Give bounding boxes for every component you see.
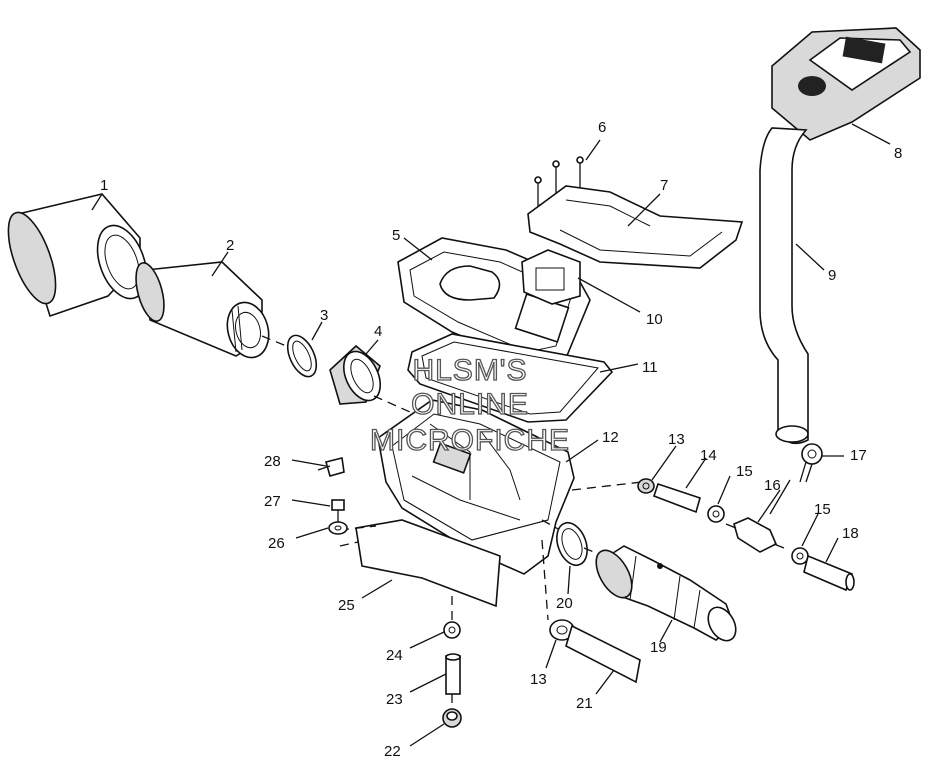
part-10-inlet[interactable] (521, 249, 581, 305)
part-25-plate[interactable] (355, 519, 501, 608)
callout-16: 16 (764, 477, 781, 494)
watermark-line-1: HLSM'S (412, 354, 527, 387)
part-27-bolt[interactable] (331, 499, 345, 522)
callout-9: 9 (828, 267, 836, 284)
callout-14: 14 (700, 447, 717, 464)
callout-15-left: 15 (736, 463, 753, 480)
callout-25: 25 (338, 597, 355, 614)
watermark-line-3: MICROFICHE (370, 424, 570, 457)
part-20-o-ring[interactable] (551, 519, 592, 570)
part-15-clamp-right[interactable] (791, 547, 809, 565)
callout-11: 11 (642, 359, 658, 376)
callout-7: 7 (660, 177, 668, 194)
part-19-boot[interactable] (589, 544, 742, 645)
callout-12: 12 (602, 429, 619, 446)
part-11-gasket[interactable] (407, 333, 614, 423)
callout-21: 21 (576, 695, 593, 712)
part-22-screw[interactable] (442, 708, 462, 728)
leader-lines (91, 123, 891, 747)
callout-26: 26 (268, 535, 285, 552)
part-12-airbox-body[interactable] (377, 399, 575, 575)
callout-numbers: 1 2 3 4 5 6 7 8 9 10 11 12 13 13 14 15 1… (100, 119, 902, 760)
callout-2: 2 (226, 237, 234, 254)
part-24-grommet[interactable] (443, 621, 461, 639)
callout-5: 5 (392, 227, 400, 244)
part-13-lower-fitting[interactable] (549, 619, 575, 641)
part-1-filter-sleeve[interactable] (0, 193, 156, 318)
part-28-clip[interactable] (317, 457, 345, 477)
watermark-line-2: ONLINE (411, 388, 529, 421)
callout-3: 3 (320, 307, 328, 324)
callout-1: 1 (100, 177, 108, 194)
callout-22: 22 (384, 743, 401, 760)
callout-19: 19 (650, 639, 667, 656)
callout-13-upper: 13 (668, 431, 685, 448)
callout-17: 17 (850, 447, 867, 464)
callout-6: 6 (598, 119, 606, 136)
callout-13-lower: 13 (530, 671, 547, 688)
callout-27: 27 (264, 493, 281, 510)
callout-20: 20 (556, 595, 573, 612)
callout-10: 10 (646, 311, 663, 328)
part-4-adapter[interactable] (329, 344, 387, 407)
part-15-clamp-left[interactable] (707, 505, 725, 523)
callout-4: 4 (374, 323, 382, 340)
callout-8: 8 (894, 145, 902, 162)
part-21-drain-hose[interactable] (565, 624, 641, 684)
callout-28: 28 (264, 453, 281, 470)
callout-18: 18 (842, 525, 859, 542)
callout-24: 24 (386, 647, 403, 664)
part-14-hose[interactable] (652, 482, 701, 514)
part-8-box-silencer[interactable] (771, 27, 921, 141)
callout-23: 23 (386, 691, 403, 708)
part-9-breather-tube[interactable] (759, 127, 809, 445)
part-3-clamp-ring[interactable] (282, 331, 322, 381)
watermark: HLSM'S ONLINE MICROFICHE (369, 353, 570, 457)
part-17-clip[interactable] (799, 443, 823, 483)
callout-15-right: 15 (814, 501, 831, 518)
part-13-upper-fitting[interactable] (637, 478, 655, 494)
part-7-intake-duct[interactable] (527, 185, 744, 269)
part-26-washer[interactable] (328, 521, 348, 535)
part-23-spacer[interactable] (445, 653, 461, 695)
part-18-hose[interactable] (803, 554, 855, 592)
part-16-check-valve[interactable] (725, 517, 785, 553)
part-2-filter-element[interactable] (131, 260, 275, 362)
